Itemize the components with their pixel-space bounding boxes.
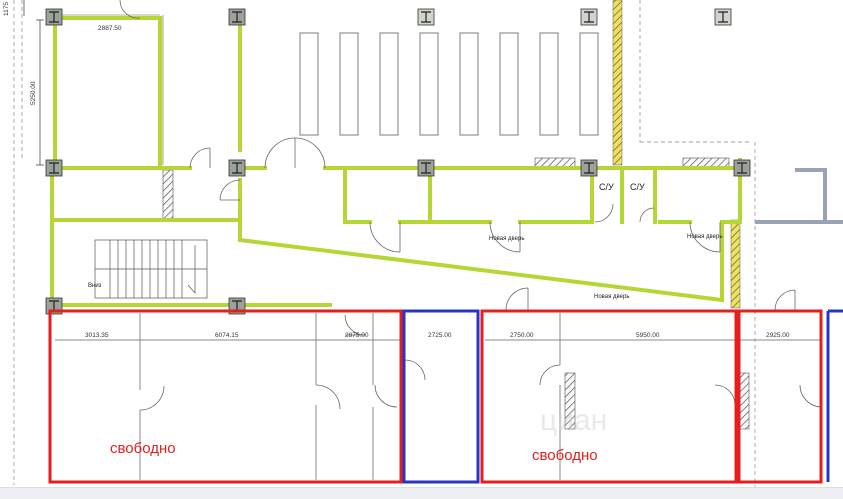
viewer-bottom-bar xyxy=(0,487,843,499)
vertical-dimension xyxy=(23,0,44,166)
unit-occupied-outline xyxy=(402,309,480,484)
hatched-wall-top xyxy=(612,0,623,166)
label-free-left: свободно xyxy=(110,440,176,457)
dim-3: 2875.00 xyxy=(345,332,369,339)
hatched-pillar-1 xyxy=(564,372,576,430)
label-free-right: свободно xyxy=(532,447,598,464)
label-new-door-3: Новая дверь xyxy=(594,294,629,300)
floor-plan: 1175 5250.00 xyxy=(3,0,843,487)
hatched-beam-1 xyxy=(534,157,576,168)
hatched-pillar-2 xyxy=(739,372,750,430)
dim-1: 3013.35 xyxy=(85,332,109,339)
column-icon xyxy=(733,159,751,177)
column-icon xyxy=(580,8,598,26)
column-icon xyxy=(228,159,246,177)
staircase xyxy=(94,239,208,299)
reference-lines xyxy=(13,0,756,487)
watermark: циан xyxy=(540,404,607,437)
label-su-1: С/У xyxy=(599,182,614,192)
dim-vertical: 5250.00 xyxy=(30,81,37,105)
wall-edges xyxy=(62,14,164,165)
hatched-beam-2 xyxy=(682,157,730,168)
column-icon xyxy=(228,8,246,26)
parking-stalls xyxy=(299,32,599,136)
dim-5: 2750.00 xyxy=(510,332,534,339)
column-icon xyxy=(45,159,63,177)
hatched-wall-left xyxy=(162,169,174,221)
label-new-door-2: Новая дверь xyxy=(687,234,722,240)
column-icon xyxy=(714,8,732,26)
column-icon xyxy=(45,8,63,26)
label-su-2: С/У xyxy=(630,182,645,192)
unit-right-outline xyxy=(737,309,823,484)
dim-2: 6074.15 xyxy=(215,332,239,339)
stair-note: Вниз xyxy=(88,283,102,289)
grey-walls xyxy=(755,168,843,224)
label-new-door-1: Новая дверь xyxy=(489,236,524,242)
dim-top-small: 1175 xyxy=(3,2,10,16)
hatched-wall-right xyxy=(730,219,741,309)
unit-free-right-outline xyxy=(480,309,738,484)
unit-outlines xyxy=(48,309,843,484)
dim-7: 2925.00 xyxy=(766,332,790,339)
column-icon xyxy=(417,159,435,177)
unit-free-left-outline xyxy=(48,309,403,484)
doors xyxy=(119,0,823,411)
dim-6: 5950.00 xyxy=(636,332,660,339)
dim-room-top: 2887.50 xyxy=(98,25,122,32)
column-icon xyxy=(417,8,435,26)
dim-4: 2725.00 xyxy=(428,332,452,339)
column-icon xyxy=(580,159,598,177)
